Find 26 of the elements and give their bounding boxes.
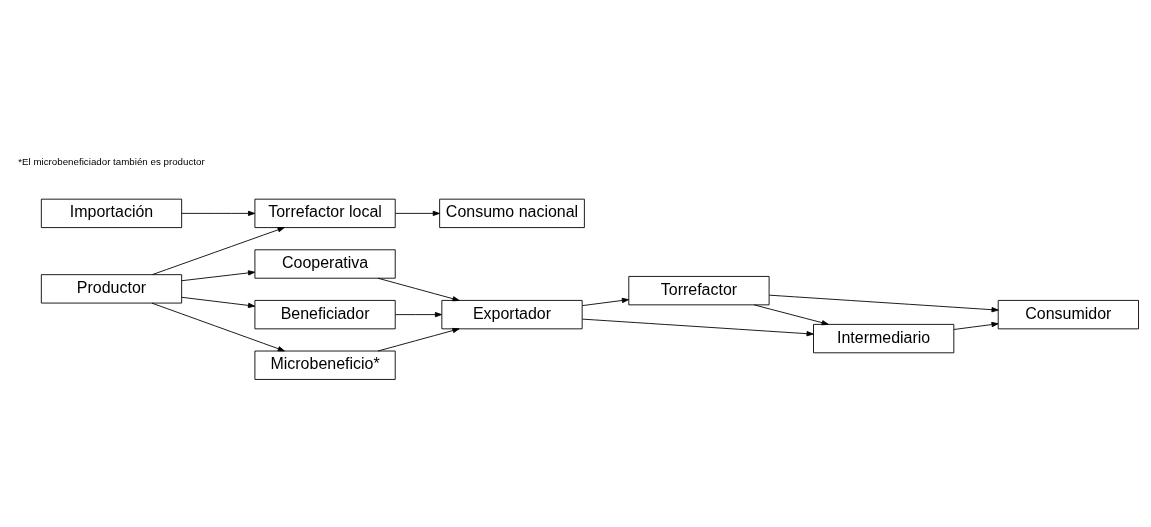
arrow bbox=[953, 321, 999, 330]
arrow bbox=[151, 302, 285, 351]
arrow bbox=[152, 226, 285, 275]
arrow bbox=[753, 303, 829, 325]
node-box: Intermediario bbox=[813, 323, 955, 353]
arrow bbox=[581, 297, 629, 306]
label: *El microbeneficiador también es productor bbox=[18, 155, 205, 167]
arrow bbox=[395, 210, 440, 216]
arrow bbox=[377, 277, 460, 301]
node-box: Productor bbox=[40, 273, 183, 303]
node-box: Consumo nacional bbox=[439, 198, 585, 228]
node-box: Importación bbox=[40, 198, 183, 228]
node-box: Microbeneficio* bbox=[254, 350, 396, 380]
arrow bbox=[395, 311, 442, 317]
arrow bbox=[181, 210, 256, 216]
node-box: Cooperativa bbox=[254, 248, 396, 279]
node-box: Torrefactor bbox=[628, 275, 770, 305]
arrow bbox=[377, 327, 460, 351]
arrow bbox=[768, 294, 999, 312]
node-box: Beneficiador bbox=[254, 299, 396, 329]
arrow bbox=[582, 318, 814, 336]
node-box: Torrefactor local bbox=[254, 198, 396, 228]
node-box: Exportador bbox=[441, 299, 583, 329]
node-box: Consumidor bbox=[997, 299, 1139, 329]
arrow bbox=[181, 269, 256, 281]
arrow bbox=[181, 296, 256, 308]
